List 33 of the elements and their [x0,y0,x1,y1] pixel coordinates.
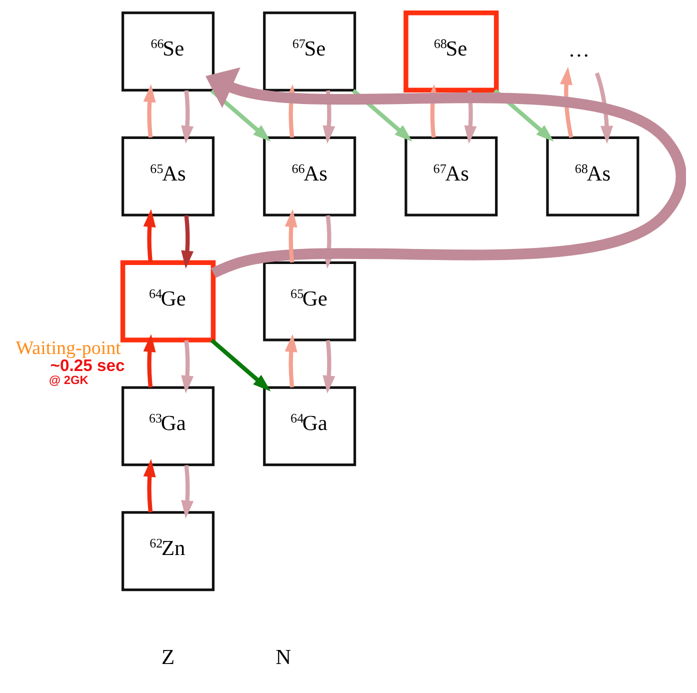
node-box: $^{68}$As [546,136,640,216]
label: N [276,644,292,669]
arrow [594,72,614,144]
arrow [210,88,271,142]
arrow [206,67,686,278]
arrow [143,334,156,388]
node-box: $^{65}$As [122,136,215,216]
node-label: @ 2GK [49,372,88,387]
node-text: … [568,38,590,62]
node-box: $^{63}$Ga [122,386,215,466]
label: Z [161,644,175,669]
arrow [143,458,156,512]
node-box: $^{67}$Se [263,12,356,92]
node-label: Waiting-point [16,338,121,359]
node-box: $^{62}$Zn [122,511,215,592]
arrow [284,209,298,263]
arrow [143,209,156,263]
arrow [322,340,336,394]
arrow [284,334,298,388]
arrow [181,340,194,394]
node-box: $^{64}$Ga [263,386,356,466]
arrow [143,84,156,138]
arrow [210,338,271,392]
arrow [181,215,194,269]
arrow [560,66,574,138]
node-box: $^{66}$As [263,136,356,216]
node-box: $^{66}$Se [122,12,215,92]
arrow [181,90,194,144]
node-box: $^{64}$Ge [120,260,216,342]
node-box: $^{67}$As [404,136,498,216]
node-box: $^{65}$Ge [263,261,356,342]
node-box: $^{68}$Se [404,10,499,93]
arrow [181,465,194,518]
